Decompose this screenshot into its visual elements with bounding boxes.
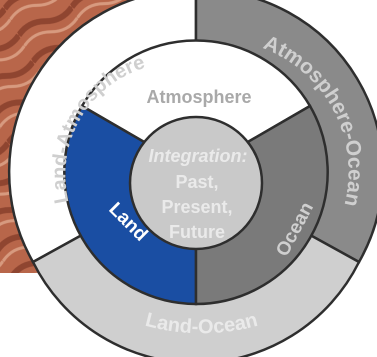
center-line-future: Future	[169, 222, 225, 242]
center-line-integration: Integration:	[149, 146, 248, 166]
center-line-past: Past,	[175, 172, 218, 192]
label-atmosphere: Atmosphere	[146, 87, 251, 107]
center-line-present: Present,	[161, 197, 232, 217]
